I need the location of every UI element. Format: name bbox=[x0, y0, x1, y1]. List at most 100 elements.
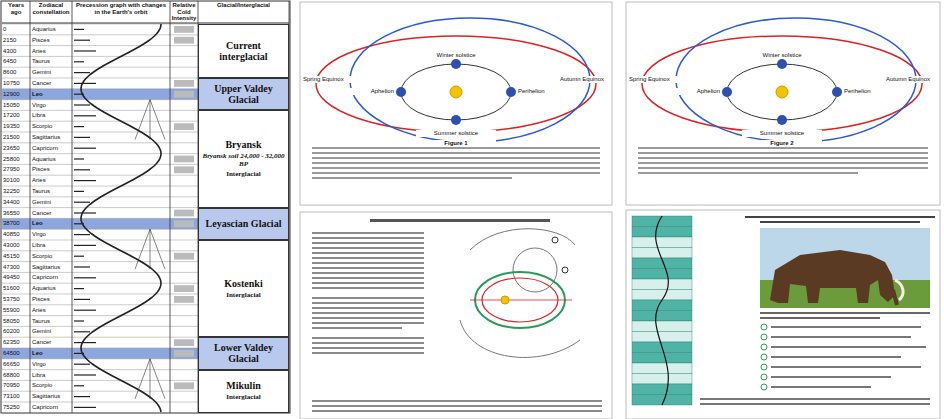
zodiac-cell: Scorpio bbox=[32, 253, 71, 260]
row-line bbox=[2, 99, 198, 100]
strip-cell bbox=[632, 290, 692, 301]
zodiac-cell: Scorpio bbox=[32, 382, 71, 389]
row-line bbox=[2, 380, 198, 381]
cold-bar bbox=[174, 339, 194, 346]
tick bbox=[74, 61, 84, 62]
strip-cell bbox=[632, 279, 692, 290]
strip-cell bbox=[632, 332, 692, 343]
glacial-band: Upper Valdey Glacial bbox=[198, 78, 289, 110]
zodiac-cell: Cancer bbox=[32, 339, 71, 346]
cold-bar bbox=[174, 91, 194, 98]
tick bbox=[74, 266, 90, 267]
tick bbox=[74, 256, 84, 257]
orbit-label: Autumn Equinox bbox=[560, 76, 610, 83]
column-line bbox=[72, 1, 73, 413]
orbit-label: Perihelion bbox=[844, 88, 894, 95]
year-cell: 10750 bbox=[3, 80, 29, 87]
band-note: Interglacial bbox=[226, 394, 261, 402]
highlight-row bbox=[2, 348, 198, 359]
tick bbox=[74, 288, 84, 289]
year-cell: 55900 bbox=[3, 307, 29, 314]
band-title: Current interglacial bbox=[201, 40, 286, 62]
row-line bbox=[2, 132, 198, 133]
zodiac-cell: Aries bbox=[32, 307, 71, 314]
year-cell: 8600 bbox=[3, 69, 29, 76]
orbit-label: Autumn Equinox bbox=[886, 76, 936, 83]
orbit-label: Aphelion bbox=[344, 88, 394, 95]
year-cell: 51600 bbox=[3, 285, 29, 292]
row-line bbox=[2, 229, 198, 230]
row-line bbox=[2, 337, 198, 338]
tick bbox=[74, 310, 96, 311]
tick bbox=[74, 126, 84, 127]
band-title: Bryansk bbox=[225, 139, 261, 150]
cold-bar bbox=[174, 166, 194, 173]
row-line bbox=[2, 45, 198, 46]
zodiac-cell: Virgo bbox=[32, 231, 71, 238]
marker-line bbox=[150, 359, 165, 399]
strip-curve bbox=[656, 216, 669, 405]
column-header: Years ago bbox=[3, 2, 29, 15]
orbit-label: Summer solstice bbox=[416, 130, 496, 137]
year-cell: 40850 bbox=[3, 231, 29, 238]
zodiac-cell: Sagittarius bbox=[32, 393, 71, 400]
band-note: Interglacial bbox=[226, 292, 261, 300]
cold-bar bbox=[174, 296, 194, 303]
year-cell: 2150 bbox=[3, 37, 29, 44]
orbit-label: Winter solstice bbox=[416, 52, 496, 59]
year-cell: 60200 bbox=[3, 328, 29, 335]
strip-cell bbox=[632, 363, 692, 374]
strip-cell bbox=[632, 237, 692, 248]
marker-line bbox=[135, 229, 150, 269]
tick bbox=[74, 320, 84, 321]
year-cell: 4300 bbox=[3, 48, 29, 55]
strip-cell bbox=[632, 216, 692, 227]
strip-cell bbox=[632, 300, 692, 311]
row-line bbox=[2, 272, 198, 273]
zodiac-cell: Taurus bbox=[32, 58, 71, 65]
year-cell: 70950 bbox=[3, 382, 29, 389]
tick bbox=[74, 148, 96, 149]
zodiac-cell: Aquarius bbox=[32, 26, 71, 33]
band-note: Interglacial bbox=[226, 171, 261, 179]
year-cell: 0 bbox=[3, 26, 29, 33]
marker-line bbox=[150, 359, 151, 399]
zodiac-cell: Libra bbox=[32, 112, 71, 119]
strip-cell bbox=[632, 311, 692, 322]
zodiac-cell: Pisces bbox=[32, 296, 71, 303]
strip-cell bbox=[632, 248, 692, 259]
row-line bbox=[2, 261, 198, 262]
tick bbox=[74, 331, 90, 332]
tick bbox=[74, 374, 96, 375]
marker-line bbox=[150, 100, 151, 140]
marker-line bbox=[135, 100, 150, 140]
orbit-label: Aphelion bbox=[670, 88, 720, 95]
cold-bar bbox=[174, 285, 194, 292]
year-cell: 45150 bbox=[3, 253, 29, 260]
orbit-label: Spring Equinox bbox=[629, 76, 677, 83]
tick bbox=[74, 277, 96, 278]
zodiac-cell: Aquarius bbox=[32, 285, 71, 292]
year-cell: 73100 bbox=[3, 393, 29, 400]
year-cell: 49450 bbox=[3, 274, 29, 281]
row-line bbox=[2, 348, 198, 349]
year-cell: 19350 bbox=[3, 123, 29, 130]
row-line bbox=[2, 153, 198, 154]
tick bbox=[74, 385, 84, 386]
zodiac-cell: Leo bbox=[32, 91, 71, 98]
cold-bar bbox=[174, 26, 194, 33]
zodiac-cell: Taurus bbox=[32, 188, 71, 195]
tick bbox=[74, 245, 96, 246]
band-note: Bryansk soil 24,000 - 32,000 BP bbox=[201, 153, 286, 168]
marker-line bbox=[150, 229, 151, 269]
strip-cell bbox=[632, 384, 692, 395]
zodiac-cell: Sagittarius bbox=[32, 264, 71, 271]
tick bbox=[74, 342, 96, 343]
interglacial-band: Current interglacial bbox=[198, 24, 289, 78]
tick bbox=[74, 202, 90, 203]
row-line bbox=[2, 358, 198, 359]
highlight-row bbox=[2, 218, 198, 229]
tick bbox=[74, 158, 84, 159]
cold-bar bbox=[174, 350, 194, 357]
